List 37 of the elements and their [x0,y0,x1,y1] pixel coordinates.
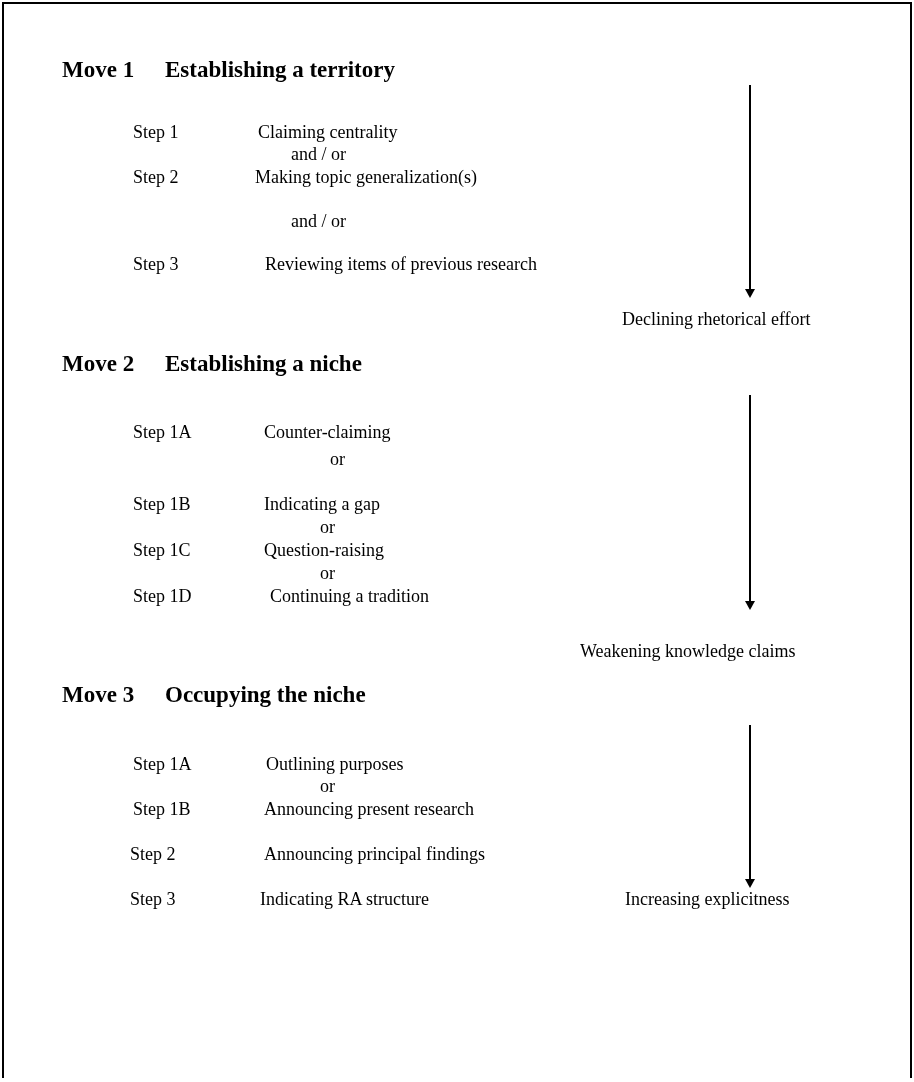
step-text: and / or [291,145,346,165]
step-text: or [320,518,335,538]
step-text: Outlining purposes [266,755,404,775]
step-text: Counter-claiming [264,423,391,443]
move-number: Move 1 [62,57,135,83]
step-text: Step 3 [133,255,179,275]
step-text: Indicating a gap [264,495,380,515]
move-heading: Establishing a territory [165,57,395,83]
step-text: Question-raising [264,541,384,561]
step-text: Step 1D [133,587,192,607]
step-text: Step 2 [130,845,176,865]
scale-label: Declining rhetorical effort [622,310,811,330]
step-text: Step 3 [130,890,176,910]
step-text: Step 1A [133,423,192,443]
move-number: Move 3 [62,682,135,708]
step-text: Indicating RA structure [260,890,429,910]
step-text: or [330,450,345,470]
step-text: and / or [291,212,346,232]
step-text: or [320,564,335,584]
move-heading: Establishing a niche [165,351,362,377]
step-text: Step 1B [133,800,191,820]
scale-label: Weakening knowledge claims [580,642,796,662]
step-text: Step 2 [133,168,179,188]
step-text: Step 1A [133,755,192,775]
step-text: Claiming centrality [258,123,398,143]
step-text: or [320,777,335,797]
step-text: Continuing a tradition [270,587,429,607]
step-text: Step 1C [133,541,191,561]
scale-label: Increasing explicitness [625,890,790,910]
step-text: Step 1 [133,123,179,143]
step-text: Step 1B [133,495,191,515]
move-heading: Occupying the niche [165,682,366,708]
step-text: Announcing principal findings [264,845,485,865]
move-number: Move 2 [62,351,135,377]
step-text: Reviewing items of previous research [265,255,537,275]
step-text: Making topic generalization(s) [255,168,477,188]
step-text: Announcing present research [264,800,474,820]
